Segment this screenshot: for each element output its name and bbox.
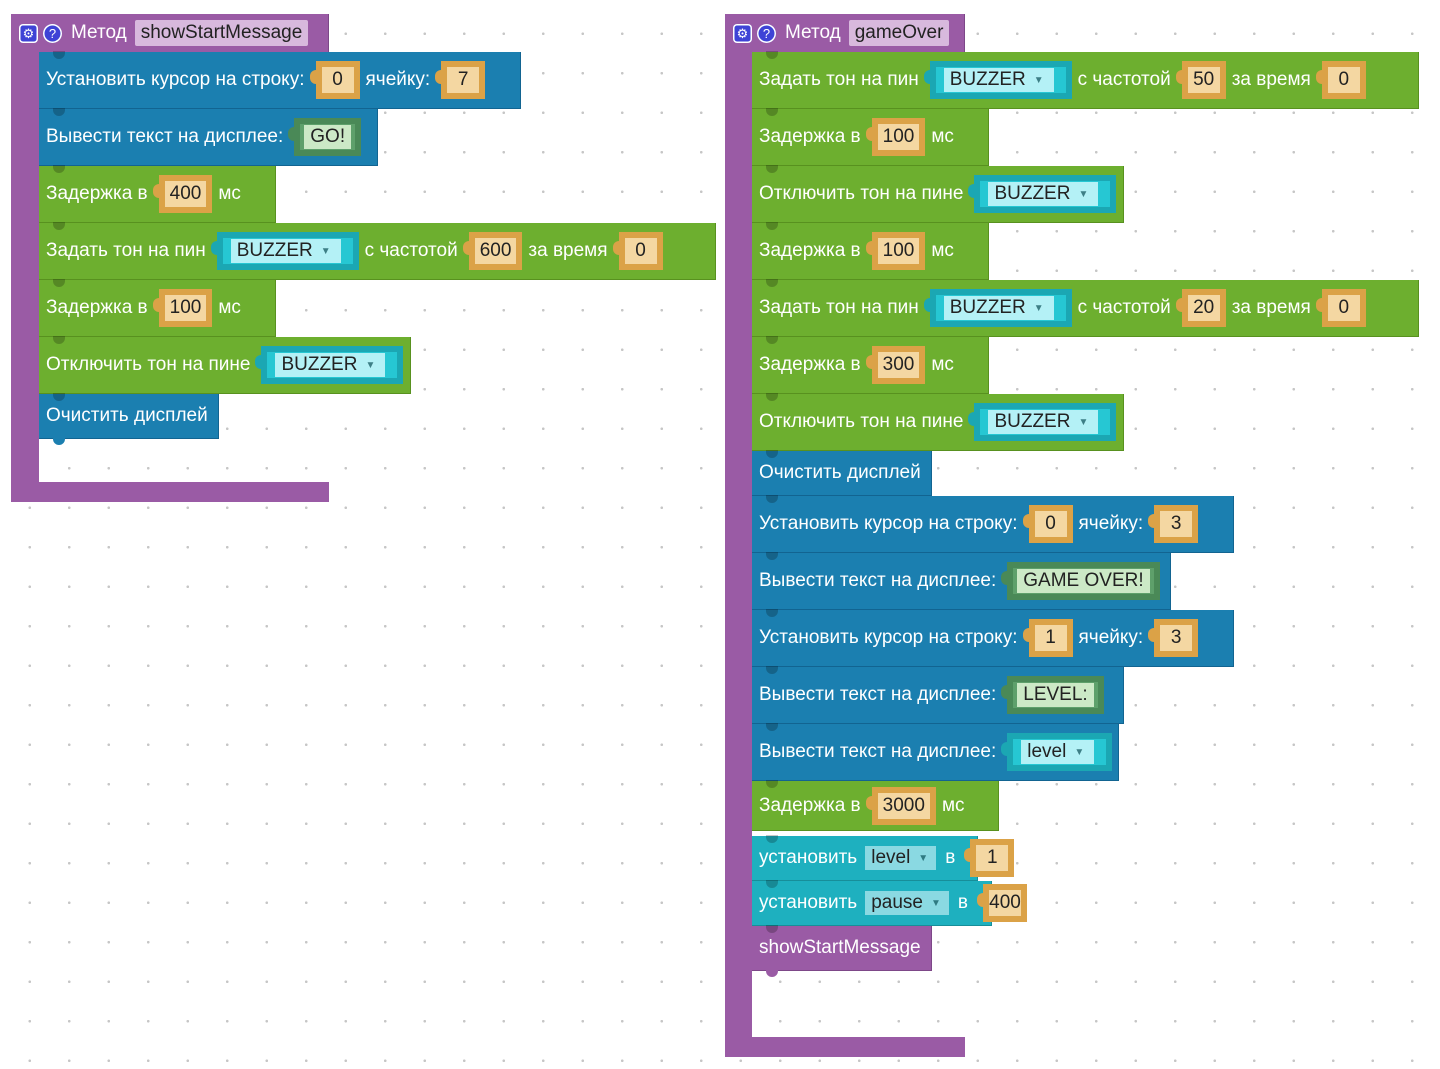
no-tone-block[interactable]: Отключить тон на пине BUZZER▼: [39, 336, 411, 394]
chevron-down-icon[interactable]: ▼: [1033, 74, 1044, 86]
set-variable-block[interactable]: установить pause▼ в 400: [752, 880, 1024, 926]
method-footer: [725, 1037, 965, 1057]
method-header[interactable]: ⚙ ? Метод gameOver: [725, 14, 965, 52]
pin-dropdown[interactable]: BUZZER▼: [210, 235, 356, 267]
delay-value-input[interactable]: 3000: [865, 789, 933, 822]
cell-number-input[interactable]: 7: [435, 64, 483, 96]
no-tone-block[interactable]: Отключить тон на пине BUZZER▼: [752, 165, 1124, 223]
method-footer: [11, 482, 329, 502]
pin-dropdown[interactable]: BUZZER▼: [923, 292, 1069, 324]
chevron-down-icon[interactable]: ▼: [1033, 302, 1044, 314]
duration-input[interactable]: 0: [1315, 64, 1363, 96]
print-variable-block[interactable]: Вывести текст на дисплее: level▼: [752, 723, 1119, 781]
delay-value-input[interactable]: 100: [152, 292, 210, 324]
frequency-input[interactable]: 600: [462, 235, 520, 267]
gear-icon[interactable]: ⚙: [733, 23, 752, 43]
delay-block[interactable]: Задержка в 400 мс: [39, 165, 276, 223]
chevron-down-icon[interactable]: ▼: [1074, 746, 1085, 758]
print-text-block[interactable]: Вывести текст на дисплее: GO!: [39, 108, 378, 166]
duration-input[interactable]: 0: [612, 235, 660, 267]
pin-dropdown[interactable]: BUZZER▼: [255, 349, 401, 381]
gear-icon[interactable]: ⚙: [19, 23, 38, 43]
tone-block[interactable]: Задать тон на пин BUZZER▼ с частотой 600…: [39, 222, 716, 280]
chevron-down-icon[interactable]: ▼: [918, 852, 929, 864]
frequency-input[interactable]: 20: [1175, 292, 1223, 324]
pin-dropdown[interactable]: BUZZER▼: [923, 64, 1069, 96]
delay-value-input[interactable]: 400: [152, 178, 210, 210]
pin-dropdown[interactable]: BUZZER▼: [968, 406, 1114, 438]
row-number-input[interactable]: 1: [1022, 622, 1070, 654]
delay-value-input[interactable]: 100: [865, 121, 923, 153]
method-name-field[interactable]: showStartMessage: [134, 20, 309, 46]
variable-dropdown[interactable]: level▼: [865, 846, 937, 870]
value-input[interactable]: 1: [964, 842, 1012, 874]
set-variable-block[interactable]: установить level▼ в 1: [752, 835, 1012, 881]
cell-number-input[interactable]: 3: [1148, 622, 1196, 654]
method-left-bar: [11, 52, 39, 502]
chevron-down-icon[interactable]: ▼: [1078, 188, 1089, 200]
set-cursor-block[interactable]: Установить курсор на строку: 0 ячейку: 3: [752, 495, 1234, 553]
method-keyword: Метод: [785, 22, 841, 43]
delay-value-input[interactable]: 100: [865, 235, 923, 267]
clear-display-block[interactable]: Очистить дисплей: [39, 393, 219, 445]
tone-block[interactable]: Задать тон на пин BUZZER▼ с частотой 50 …: [752, 51, 1419, 109]
no-tone-block[interactable]: Отключить тон на пине BUZZER▼: [752, 393, 1124, 451]
delay-block[interactable]: Задержка в 300 мс: [752, 336, 989, 394]
value-input[interactable]: 400: [977, 887, 1024, 919]
method-header[interactable]: ⚙ ? Метод showStartMessage: [11, 14, 329, 52]
cell-number-input[interactable]: 3: [1148, 508, 1196, 540]
text-input[interactable]: GAME OVER!: [1001, 565, 1157, 597]
duration-input[interactable]: 0: [1315, 292, 1363, 324]
set-cursor-block[interactable]: Установить курсор на строку: 1 ячейку: 3: [752, 609, 1234, 667]
clear-display-block[interactable]: Очистить дисплей: [752, 450, 932, 496]
chevron-down-icon[interactable]: ▼: [1078, 416, 1089, 428]
help-icon[interactable]: ?: [43, 23, 62, 43]
variable-dropdown[interactable]: pause▼: [865, 891, 949, 915]
set-cursor-block[interactable]: Установить курсор на строку: 0 ячейку: 7: [39, 51, 521, 109]
delay-block[interactable]: Задержка в 3000 мс: [752, 780, 999, 831]
tone-block[interactable]: Задать тон на пин BUZZER▼ с частотой 20 …: [752, 279, 1419, 337]
chevron-down-icon[interactable]: ▼: [931, 897, 941, 909]
row-number-input[interactable]: 0: [309, 64, 357, 96]
chevron-down-icon[interactable]: ▼: [365, 359, 376, 371]
text-input[interactable]: GO!: [288, 121, 359, 153]
print-text-block[interactable]: Вывести текст на дисплее: GAME OVER!: [752, 552, 1171, 610]
method-name-field[interactable]: gameOver: [848, 20, 950, 46]
frequency-input[interactable]: 50: [1175, 64, 1223, 96]
method-left-bar: [725, 52, 752, 1057]
pin-dropdown[interactable]: BUZZER▼: [968, 178, 1114, 210]
call-method-block[interactable]: showStartMessage: [752, 925, 932, 977]
text-input[interactable]: LEVEL:: [1001, 679, 1101, 711]
row-number-input[interactable]: 0: [1022, 508, 1070, 540]
variable-dropdown[interactable]: level▼: [1001, 736, 1110, 768]
print-text-block[interactable]: Вывести текст на дисплее: LEVEL:: [752, 666, 1124, 724]
help-icon[interactable]: ?: [757, 23, 776, 43]
delay-block[interactable]: Задержка в 100 мс: [752, 222, 989, 280]
delay-block[interactable]: Задержка в 100 мс: [39, 279, 276, 337]
delay-block[interactable]: Задержка в 100 мс: [752, 108, 989, 166]
method-keyword: Метод: [71, 22, 127, 43]
delay-value-input[interactable]: 300: [865, 349, 923, 381]
chevron-down-icon[interactable]: ▼: [320, 245, 331, 257]
